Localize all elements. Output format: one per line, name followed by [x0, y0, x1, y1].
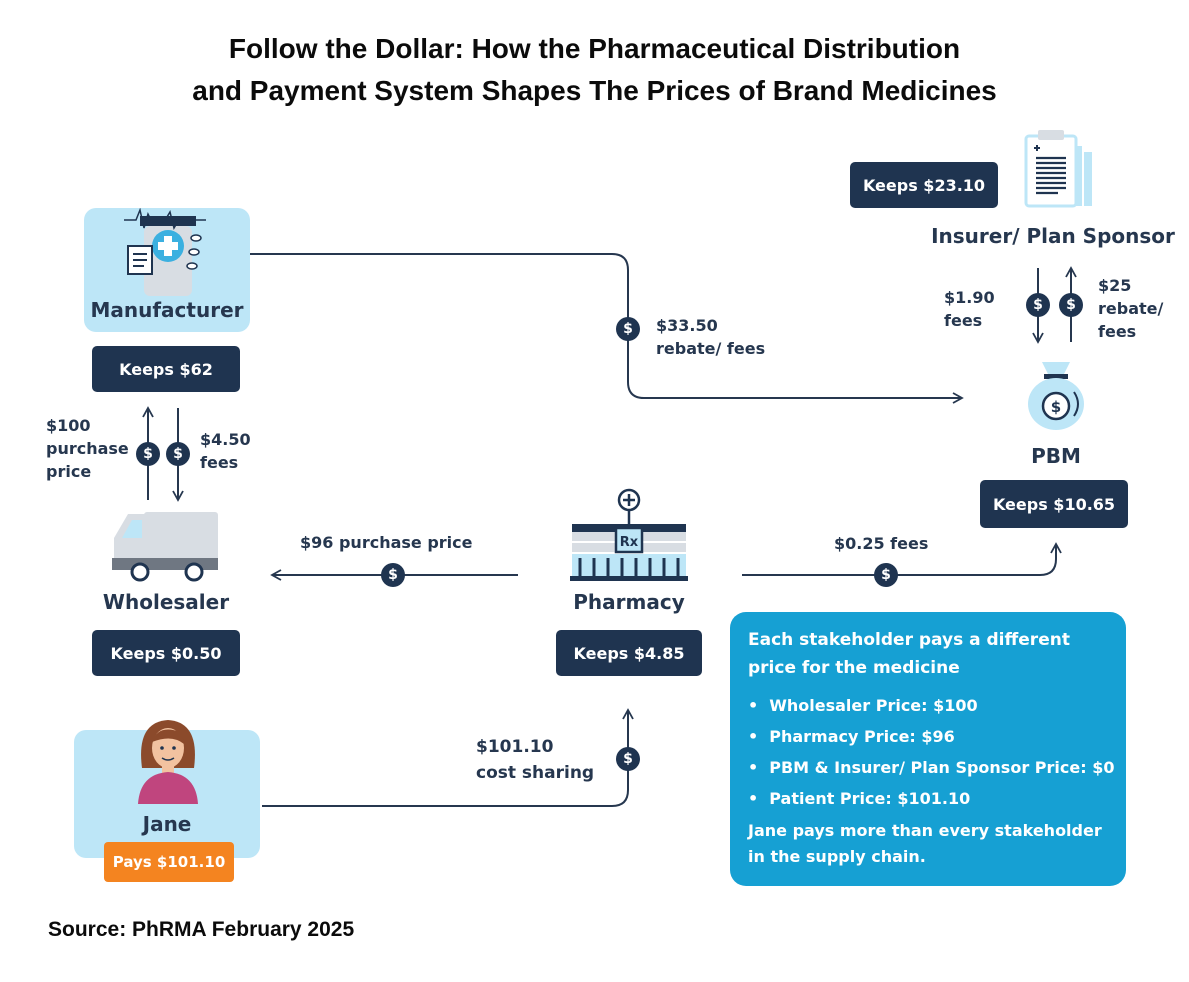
manufacturer-rebate-label: $33.50 rebate/ fees	[656, 314, 765, 360]
insurer-keeps-badge: Keeps $23.10	[850, 162, 998, 208]
title-line-2: and Payment System Shapes The Prices of …	[192, 75, 997, 106]
medicine-bottle-icon	[124, 207, 206, 296]
pharmacy-keeps-badge: Keeps $4.85	[556, 630, 702, 676]
wholesaler-payment-line2: purchase	[46, 439, 129, 458]
insurer-fees-line2: fees	[944, 311, 983, 330]
cost-sharing-label: $101.10 cost sharing	[476, 734, 594, 786]
jane-pays-badge: Pays $101.10	[104, 842, 234, 882]
manufacturer-keeps-badge: Keeps $62	[92, 346, 240, 392]
truck-icon	[112, 512, 218, 582]
cost-sharing-line2: cost sharing	[476, 763, 595, 783]
source-note: Source: PhRMA February 2025	[48, 918, 355, 941]
pbm-rebate-line2: rebate/	[1098, 299, 1164, 318]
insurer-fees-label: $1.90 fees	[944, 286, 995, 332]
pbm-rebate-amount: $25	[1098, 276, 1132, 295]
list-item: Pharmacy Price: $96	[748, 721, 1114, 752]
pharmacy-purchase-label: $96 purchase price	[300, 533, 473, 552]
jane-to-pharmacy-arrow	[262, 708, 634, 807]
dollar-icon: $	[616, 317, 640, 341]
pbm-rebate-line3: fees	[1098, 322, 1137, 341]
pharmacy-to-pbm-arrow	[742, 542, 1062, 576]
manufacturer-fees-amount: $4.50	[200, 430, 251, 449]
rx-sign: Rx	[620, 535, 639, 550]
dollar-icon: $	[381, 563, 405, 587]
dollar-icon: $	[136, 442, 160, 466]
price-summary-box: Each stakeholder pays a different price …	[730, 612, 1126, 886]
wholesaler-keeps-badge: Keeps $0.50	[92, 630, 240, 676]
list-item: Patient Price: $101.10	[748, 783, 1114, 814]
manufacturer-fees-line2: fees	[200, 453, 239, 472]
manufacturer-rebate-line2: rebate/ fees	[656, 339, 766, 358]
pharmacy-name: Pharmacy	[573, 590, 685, 614]
wholesaler-payment-label: $100 purchase price	[46, 414, 129, 483]
title-line-1: Follow the Dollar: How the Pharmaceutica…	[228, 33, 961, 64]
page-title: Follow the Dollar: How the Pharmaceutica…	[0, 28, 1189, 112]
jane-name: Jane	[142, 812, 192, 836]
pbm-keeps-badge: Keeps $10.65	[980, 480, 1128, 528]
pharmacy-store-icon: Rx	[570, 488, 688, 581]
money-bag-icon: $	[1028, 362, 1084, 430]
pbm-rebate-label: $25 rebate/ fees	[1098, 274, 1163, 343]
price-summary-footer: Jane pays more than every stakeholder in…	[748, 821, 1102, 866]
manufacturer-rebate-amount: $33.50	[656, 316, 718, 335]
money-bag-dollar: $	[1051, 398, 1061, 416]
wholesaler-payment-amount: $100	[46, 416, 91, 435]
wholesaler-payment-line3: price	[46, 462, 92, 481]
list-item: PBM & Insurer/ Plan Sponsor Price: $0	[748, 752, 1114, 783]
dollar-icon: $	[616, 747, 640, 771]
insurer-name: Insurer/ Plan Sponsor	[931, 224, 1175, 248]
pbm-name: PBM	[1031, 444, 1081, 468]
price-summary-list: Wholesaler Price: $100 Pharmacy Price: $…	[748, 690, 1114, 814]
person-avatar-icon	[138, 720, 198, 804]
wholesaler-name: Wholesaler	[102, 590, 230, 614]
manufacturer-card: Manufacturer	[84, 207, 250, 332]
dollar-icon: $	[166, 442, 190, 466]
list-item: Wholesaler Price: $100	[748, 690, 1114, 721]
clipboard-icon	[1024, 130, 1092, 208]
manufacturer-to-pbm-arrow	[228, 253, 964, 404]
cost-sharing-amount: $101.10	[476, 737, 554, 757]
manufacturer-fees-label: $4.50 fees	[200, 428, 251, 474]
dollar-icon: $	[874, 563, 898, 587]
pharmacy-fees-label: $0.25 fees	[834, 534, 929, 553]
insurer-fees-amount: $1.90	[944, 288, 995, 307]
jane-card: Jane	[74, 720, 260, 858]
dollar-icon: $	[1059, 293, 1083, 317]
dollar-icon: $	[1026, 293, 1050, 317]
price-summary-heading: Each stakeholder pays a different price …	[748, 630, 1070, 678]
manufacturer-name: Manufacturer	[90, 298, 244, 322]
